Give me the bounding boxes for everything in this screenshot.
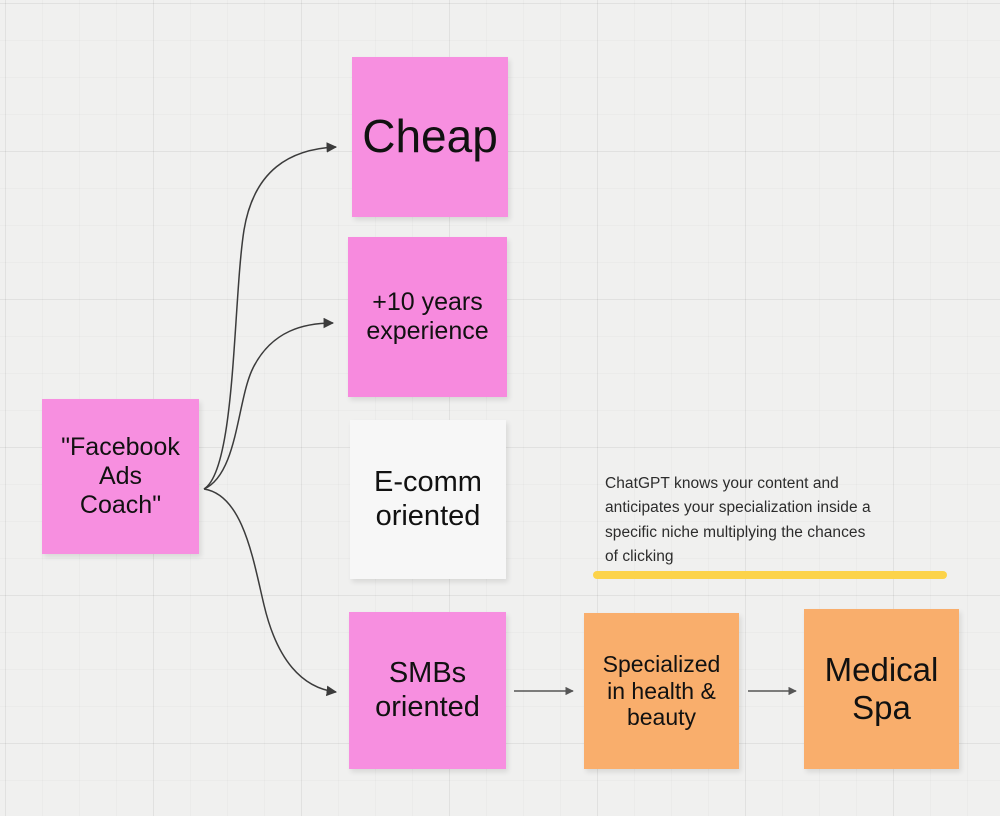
node-cheap[interactable]: Cheap	[352, 57, 508, 217]
node-facebook-ads-coach[interactable]: "Facebook Ads Coach"	[42, 399, 199, 554]
edge-root-to-experience	[203, 317, 335, 490]
annotation-chatgpt-note[interactable]: ChatGPT knows your content and anticipat…	[605, 475, 871, 566]
edge-root-to-cheap	[203, 142, 338, 490]
node-specialized-health-beauty[interactable]: Specialized in health & beauty	[584, 613, 739, 769]
node-smbs-oriented[interactable]: SMBs oriented	[349, 612, 506, 769]
node-ecomm-oriented[interactable]: E-comm oriented	[350, 420, 506, 579]
edge-root-to-smbs	[203, 488, 338, 697]
node-medical-spa[interactable]: Medical Spa	[804, 609, 959, 769]
node-ten-years-experience[interactable]: +10 years experience	[348, 237, 507, 397]
annotation-highlight-bar	[593, 571, 947, 579]
